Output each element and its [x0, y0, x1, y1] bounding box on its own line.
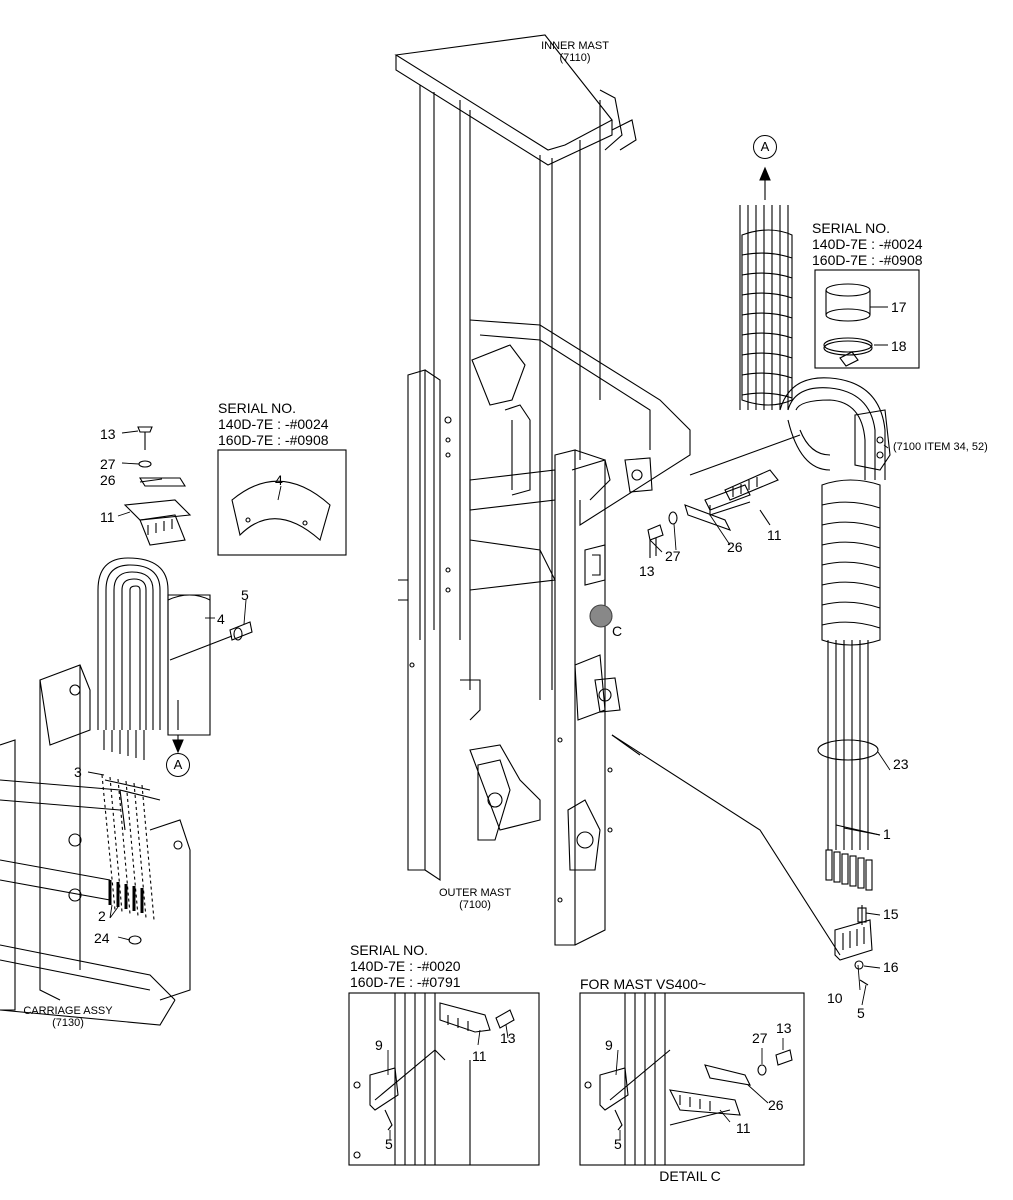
inner-mast-label: INNER MAST (7110) — [520, 40, 630, 64]
part-13-right: 13 — [639, 563, 655, 579]
part-5-right: 5 — [857, 1005, 865, 1021]
part-5-left: 5 — [241, 587, 249, 603]
left-hose-and-carriage — [0, 426, 253, 1026]
serial-box-right-drawing — [814, 269, 920, 369]
inner-mast-title: INNER MAST — [541, 40, 609, 52]
serial-left-line1: 140D-7E : -#0024 — [218, 416, 329, 432]
part-4-serial: 4 — [275, 472, 283, 488]
inner-mast-drawing — [394, 34, 637, 700]
part-10: 10 — [827, 990, 843, 1006]
part-11-right: 11 — [767, 527, 782, 543]
part-27-right: 27 — [665, 548, 681, 564]
detail-c-caption: DETAIL C — [659, 1168, 721, 1184]
right-hardware-drawing — [647, 469, 779, 558]
serial-left-title: SERIAL NO. — [218, 400, 297, 416]
part-13-left: 13 — [100, 426, 116, 442]
part-11-bottom-right: 11 — [736, 1120, 751, 1136]
part-11-bottom-left: 11 — [472, 1048, 487, 1064]
serial-right-title: SERIAL NO. — [812, 220, 891, 236]
carriage-assy-label: CARRIAGE ASSY (7130) — [8, 1005, 128, 1029]
part-2: 2 — [98, 908, 106, 924]
part-18: 18 — [891, 338, 907, 354]
for-mast-label: FOR MAST VS400~ — [580, 976, 707, 992]
detail-box-vs400 — [579, 992, 805, 1166]
part-3: 3 — [74, 764, 82, 780]
part-13-bottom-right: 13 — [776, 1020, 792, 1036]
part-27-bottom: 27 — [752, 1030, 768, 1046]
serial-bottom-line1: 140D-7E : -#0020 — [350, 958, 461, 974]
outer-mast-drawing — [398, 319, 841, 956]
part-4-left: 4 — [217, 611, 225, 627]
part-11-left: 11 — [100, 509, 115, 525]
callout-a-left: A — [166, 753, 190, 777]
serial-box-bottom-text: SERIAL NO. 140D-7E : -#0020 160D-7E : -#… — [350, 942, 461, 990]
serial-bottom-line2: 160D-7E : -#0791 — [350, 974, 461, 990]
serial-right-line2: 160D-7E : -#0908 — [812, 252, 923, 268]
right-hose-bundle — [689, 166, 891, 986]
part-26-bottom: 26 — [768, 1097, 784, 1113]
outer-mast-title: OUTER MAST — [438, 887, 512, 899]
part-9-bottom-right: 9 — [605, 1037, 613, 1053]
serial-bottom-title: SERIAL NO. — [350, 942, 429, 958]
part-9-bottom-left: 9 — [375, 1037, 383, 1053]
serial-right-line1: 140D-7E : -#0024 — [812, 236, 923, 252]
part-5-bottom-right: 5 — [614, 1136, 622, 1152]
part-16: 16 — [883, 959, 899, 975]
detail-c-marker: C — [612, 623, 623, 639]
part-15: 15 — [883, 906, 899, 922]
outer-mast-code: (7100) — [459, 899, 491, 911]
part-1: 1 — [883, 826, 891, 842]
serial-box-left-text: SERIAL NO. 140D-7E : -#0024 160D-7E : -#… — [218, 400, 329, 448]
part-17: 17 — [891, 299, 907, 315]
inner-mast-code: (7110) — [559, 52, 591, 64]
part-24: 24 — [94, 930, 110, 946]
part-13-bottom-left: 13 — [500, 1030, 516, 1046]
part-26-right: 26 — [727, 539, 743, 555]
ref-7100-items: (7100 ITEM 34, 52) — [893, 441, 988, 453]
part-23: 23 — [893, 756, 909, 772]
part-27-left: 27 — [100, 456, 116, 472]
serial-left-line2: 160D-7E : -#0908 — [218, 432, 329, 448]
serial-box-right-text: SERIAL NO. 140D-7E : -#0024 160D-7E : -#… — [812, 220, 923, 268]
detail-box-serial — [348, 992, 540, 1166]
part-26-left: 26 — [100, 472, 116, 488]
serial-box-left-drawing — [217, 449, 347, 556]
callout-a-top: A — [753, 135, 777, 159]
outer-mast-label: OUTER MAST (7100) — [420, 887, 530, 911]
leader-lines — [87, 430, 891, 1140]
part-5-bottom-left: 5 — [385, 1136, 393, 1152]
carriage-assy-code: (7130) — [52, 1017, 84, 1029]
carriage-assy-title: CARRIAGE ASSY — [23, 1005, 113, 1017]
